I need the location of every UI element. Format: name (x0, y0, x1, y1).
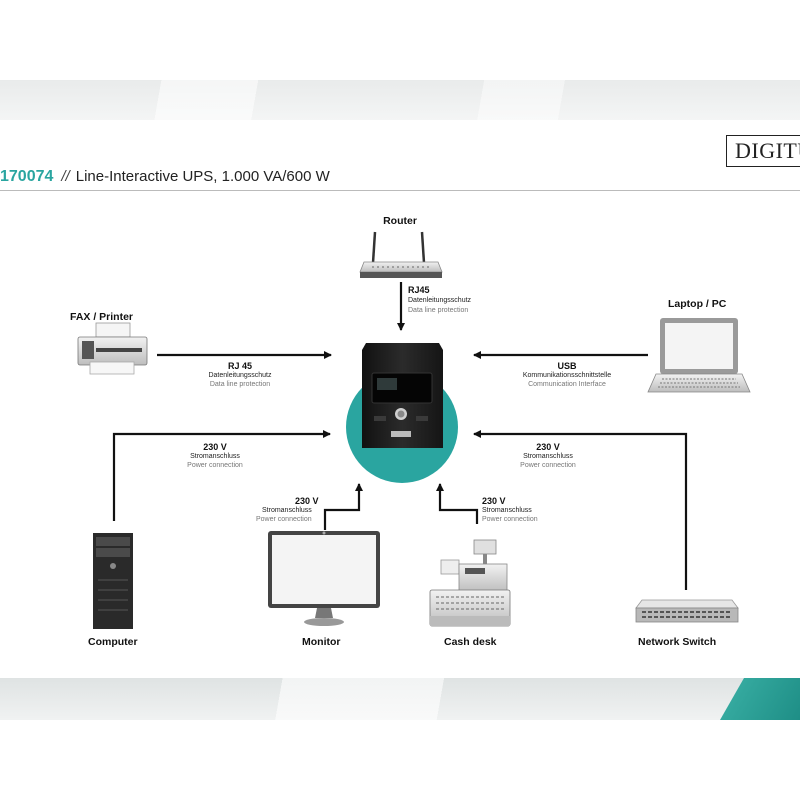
fax-printer-icon (77, 322, 148, 375)
top-banner (0, 80, 800, 120)
computer-tower-icon (93, 533, 133, 629)
cash-desk-connection-de: Stromanschluss (482, 507, 532, 514)
router-connection-en: Data line protection (408, 307, 469, 314)
switch-connection-de: Stromanschluss (523, 453, 573, 460)
bottom-banner (0, 678, 800, 720)
computer-label: Computer (88, 636, 138, 648)
monitor-connection-en: Power connection (256, 516, 312, 523)
network-switch-label: Network Switch (638, 636, 717, 648)
arrow-switch (473, 430, 688, 590)
laptop-icon (647, 318, 751, 393)
laptop-connection-de: Kommunikationsschnittstelle (522, 372, 612, 379)
network-switch-icon (635, 599, 739, 623)
computer-connection-en: Power connection (187, 462, 243, 469)
switch-connection-title: 230 V (536, 442, 560, 452)
page-header: 170074 // Line-Interactive UPS, 1.000 VA/6… (0, 168, 800, 191)
fax-connection-title: RJ 45 (227, 361, 253, 371)
monitor-connection-de: Stromanschluss (262, 507, 312, 514)
product-title: Line-Interactive UPS, 1.000 VA/600 W (75, 168, 330, 185)
laptop-connection-en: Communication Interface (528, 381, 606, 388)
monitor-icon (268, 531, 380, 626)
laptop-pc-label: Laptop / PC (668, 298, 727, 310)
arrows (112, 282, 688, 590)
ups-icon (362, 343, 443, 448)
monitor-label: Monitor (302, 636, 341, 648)
router-icon (359, 231, 443, 278)
router-connection-de: Datenleitungsschutz (408, 297, 472, 304)
cash-desk-icon (429, 539, 511, 627)
cash-desk-connection-en: Power connection (482, 516, 538, 523)
arrow-cash-desk (436, 483, 479, 524)
bottom-banner-sheen (0, 678, 800, 720)
fax-connection-de: Datenleitungsschutz (208, 372, 272, 379)
computer-connection-de: Stromanschluss (190, 453, 240, 460)
laptop-connection-title: USB (557, 361, 577, 371)
router-connection-title: RJ45 (408, 285, 430, 295)
cash-desk-connection-title: 230 V (482, 496, 506, 506)
computer-connection-title: 230 V (203, 442, 227, 452)
router-label: Router (383, 215, 417, 227)
brand-logo: DIGITUS (726, 135, 800, 167)
fax-connection-en: Data line protection (209, 381, 271, 388)
fax-printer-label: FAX / Printer (70, 311, 134, 323)
cash-desk-label: Cash desk (444, 636, 497, 648)
product-code: 170074 (0, 168, 54, 185)
arrow-computer (112, 430, 331, 521)
switch-connection-en: Power connection (520, 462, 576, 469)
header-separator: // (61, 168, 70, 185)
monitor-connection-title: 230 V (295, 496, 319, 506)
arrow-monitor (323, 483, 363, 530)
